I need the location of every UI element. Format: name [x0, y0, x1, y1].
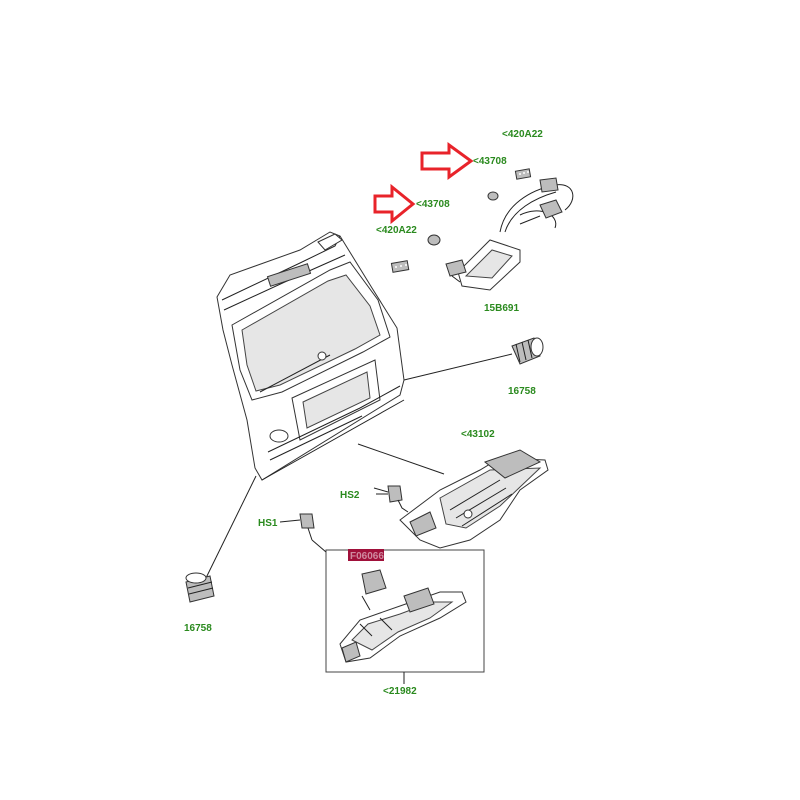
- label-15b691: 15B691: [484, 303, 519, 314]
- label-43708-top: <43708: [473, 156, 507, 167]
- label-highlight: F06066: [350, 551, 384, 562]
- screw-hs1: [279, 513, 315, 541]
- label-420a22-top: <420A22: [502, 129, 543, 140]
- label-43102: <43102: [461, 429, 495, 440]
- latch-module: [399, 449, 549, 549]
- label-16758-right: 16758: [508, 386, 536, 397]
- highlight-marker: [348, 549, 384, 561]
- red-arrow-mid: [373, 183, 416, 225]
- bump-stop-left: [185, 572, 215, 603]
- switch-assembly-box: [325, 549, 485, 673]
- label-hs2: HS2: [340, 490, 360, 501]
- screw-hs2: [376, 485, 409, 513]
- camera-harness-assembly: [445, 168, 574, 291]
- label-420a22-left: <420A22: [376, 225, 417, 236]
- washer-part: [427, 234, 441, 246]
- label-hs1: HS1: [258, 518, 278, 529]
- leader-lines: [204, 353, 513, 581]
- tailgate-panel: [216, 231, 405, 481]
- label-21982: <21982: [383, 686, 417, 697]
- bump-stop-right: [511, 337, 544, 365]
- label-16758-left: 16758: [184, 623, 212, 634]
- switch-assembly: [339, 569, 467, 663]
- label-43708-mid: <43708: [416, 199, 450, 210]
- clip-part: [390, 260, 410, 273]
- red-arrow-top: [420, 142, 474, 180]
